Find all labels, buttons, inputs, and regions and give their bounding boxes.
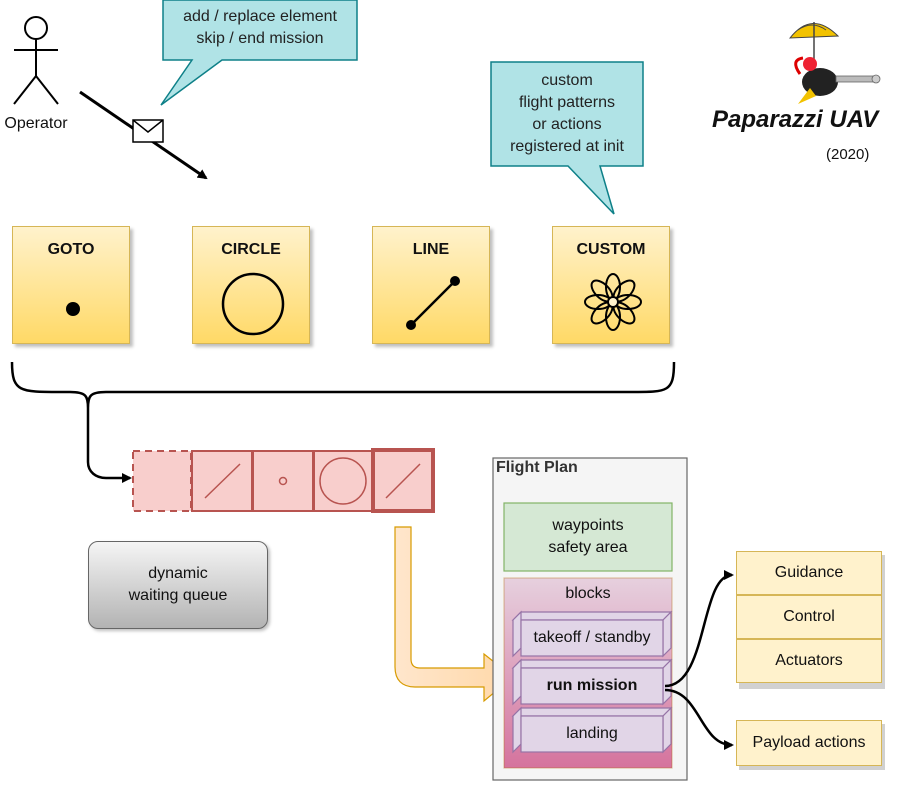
commands-bubble: add / replace element skip / end mission	[163, 6, 357, 50]
flower-icon	[584, 273, 642, 331]
line-label: LINE	[412, 241, 450, 258]
custom-line-1: custom	[541, 72, 593, 89]
waypoints-line-1: waypoints	[552, 517, 624, 534]
custom-card[interactable]: CUSTOM	[552, 226, 670, 344]
circle-card[interactable]: CIRCLE	[192, 226, 310, 344]
waypoints-text: waypoints safety area	[504, 515, 672, 559]
paparazzi-logo-icon	[788, 22, 881, 104]
control-box[interactable]: Control	[736, 595, 882, 639]
queue-strip	[132, 448, 435, 513]
goto-card[interactable]: GOTO	[12, 226, 130, 344]
queue-line-2: waiting queue	[128, 587, 228, 604]
dot-icon	[66, 302, 80, 316]
block-takeoff-standby[interactable]: takeoff / standby	[533, 629, 651, 646]
queue-line-1: dynamic	[148, 565, 208, 582]
custom-label: CUSTOM	[576, 241, 646, 258]
block-shapes	[511, 610, 673, 754]
mission-to-guidance-arrow	[664, 570, 734, 688]
blocks-title: blocks	[565, 585, 611, 602]
envelope-icon	[132, 119, 164, 143]
custom-bubble-shape	[490, 61, 644, 215]
goto-label: GOTO	[47, 241, 95, 258]
line-segment-icon	[406, 276, 460, 330]
elements-brace	[10, 361, 676, 409]
guidance-box[interactable]: Guidance	[736, 551, 882, 595]
payload-actions-box[interactable]: Payload actions	[736, 720, 882, 766]
block-run-mission[interactable]: run mission	[546, 677, 638, 694]
operator-figure	[13, 16, 59, 105]
commands-line-2: skip / end mission	[196, 30, 324, 47]
commands-line-1: add / replace element	[183, 8, 337, 25]
logo-title: Paparazzi UAV	[712, 106, 879, 133]
waiting-queue-label-box: dynamic waiting queue	[88, 541, 268, 629]
custom-bubble: custom flight patterns or actions regist…	[491, 70, 643, 158]
actuators-box[interactable]: Actuators	[736, 639, 882, 683]
custom-line-4: registered at init	[510, 138, 624, 155]
waypoints-line-2: safety area	[548, 539, 628, 556]
mission-to-payload-arrow	[664, 688, 734, 750]
circle-label: CIRCLE	[221, 241, 281, 258]
logo-year: (2020)	[826, 146, 870, 163]
line-card[interactable]: LINE	[372, 226, 490, 344]
commands-bubble-shape	[160, 0, 358, 106]
block-landing[interactable]: landing	[566, 725, 618, 742]
custom-line-2: flight patterns	[518, 94, 616, 111]
flight-plan-title: Flight Plan	[496, 459, 578, 476]
custom-line-3: or actions	[532, 116, 602, 133]
brace-to-queue-arrow	[86, 408, 132, 483]
waypoints-box	[503, 502, 673, 572]
operator-label: Operator	[4, 115, 68, 132]
circle-icon	[221, 272, 285, 336]
